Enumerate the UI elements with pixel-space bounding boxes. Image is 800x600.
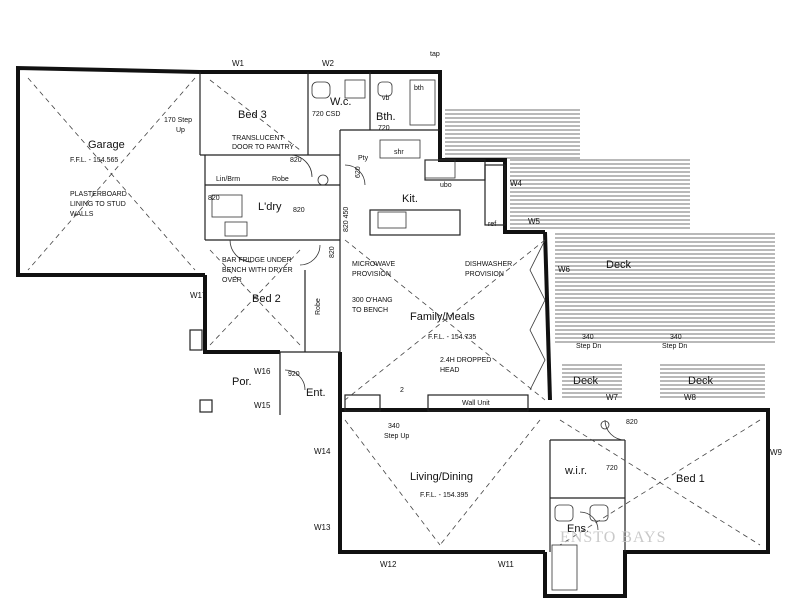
entry-label: Ent.: [306, 387, 326, 399]
note-step-up-170-b: Up: [176, 127, 185, 134]
note-plasterboard-1: PLASTERBOARD: [70, 191, 127, 198]
note-vb: vb: [382, 95, 390, 102]
note-d720-wir: 720: [606, 465, 618, 472]
note-step-up-170: 170 Step: [164, 117, 192, 124]
note-d820-bed1: 820: [626, 419, 638, 426]
note-d620: 620: [355, 166, 362, 178]
bed3-label: Bed 3: [238, 109, 267, 121]
garage-label: Garage: [88, 139, 125, 151]
deck-left-label: Deck: [573, 375, 599, 387]
note-d820-a: 820: [290, 157, 302, 164]
fixtures: [211, 79, 609, 591]
exterior-walls: [16, 65, 770, 598]
window-w11: W11: [498, 560, 514, 569]
note-step-up-340: 340: [388, 423, 400, 430]
window-w9: W9: [770, 448, 783, 457]
note-ohang-2: TO BENCH: [352, 307, 388, 314]
note-shr: shr: [394, 149, 404, 156]
note-d920: 920: [288, 371, 300, 378]
doors: [229, 154, 626, 531]
note-robe-2: Robe: [315, 298, 322, 315]
note-bar-fridge-1: BAR FRIDGE UNDER: [222, 257, 292, 264]
window-w17: W17: [190, 291, 207, 300]
window-w13: W13: [314, 523, 331, 532]
window-w6: W6: [558, 265, 571, 274]
note-microwave-2: PROVISION: [352, 271, 391, 278]
wc-label: W.c.: [330, 96, 351, 108]
note-plasterboard-2: LINING TO STUD: [70, 201, 126, 208]
deck-small-left-boards: [562, 364, 622, 398]
note-plasterboard-3: WALLS: [70, 211, 94, 218]
living-ffl: F.F.L. - 154.395: [420, 492, 468, 499]
note-translucent-2: DOOR TO PANTRY: [232, 144, 294, 151]
note-step-up-340-b: Step Up: [384, 433, 409, 440]
window-tags: W1 W2 W4 W5 W6 W7 W8 W9 W11 W12 W13 W14 …: [190, 59, 783, 569]
note-dropped-2: HEAD: [440, 367, 459, 374]
note-tap: tap: [430, 51, 440, 58]
note-d720-a: 720: [378, 125, 390, 132]
note-step-dn-1: 340: [582, 334, 594, 341]
note-d820-c: 820: [293, 207, 305, 214]
bed1-label: Bed 1: [676, 473, 705, 485]
window-w15: W15: [254, 401, 271, 410]
note-lin-brm: Lin/Brm: [216, 176, 240, 183]
ensuite-label: Ens.: [567, 523, 589, 535]
roof-lines: [27, 77, 761, 546]
note-pantry: Pty: [358, 155, 369, 162]
note-d450: 820 450: [343, 207, 350, 232]
window-w14: W14: [314, 447, 331, 456]
deck-small-right-boards: [660, 364, 765, 398]
annotations: 170 Step Up TRANSLUCENT DOOR TO PANTRY P…: [70, 51, 687, 472]
note-ohang-1: 300 O'HANG: [352, 297, 393, 304]
window-w5: W5: [528, 217, 541, 226]
porch-posts: [189, 329, 213, 413]
note-ref: ref: [488, 221, 496, 228]
family-label: Family/Meals: [410, 311, 475, 323]
note-bar-fridge-2: BENCH WITH DRYER: [222, 267, 293, 274]
window-w12: W12: [380, 560, 397, 569]
note-d820-b: 820: [208, 195, 220, 202]
note-step-dn-2: 340: [670, 334, 682, 341]
bed2-label: Bed 2: [252, 293, 281, 305]
room-labels: Garage F.F.L. - 154.565 Bed 3 Bth. W.c. …: [70, 96, 714, 535]
note-bth-short: bth: [414, 85, 424, 92]
note-step-dn-2-b: Step Dn: [662, 343, 687, 350]
laundry-label: L'dry: [258, 201, 282, 213]
note-bar-fridge-3: OVER: [222, 277, 242, 284]
watermark: ENSTO BAYS: [560, 529, 666, 546]
note-robe-1: Robe: [272, 176, 289, 183]
window-w16: W16: [254, 367, 271, 376]
note-d2: 2: [400, 387, 404, 394]
window-w4: W4: [510, 179, 523, 188]
deck-main-label: Deck: [606, 259, 632, 271]
garage-ffl: F.F.L. - 154.565: [70, 157, 118, 164]
window-w2: W2: [322, 59, 335, 68]
note-microwave-1: MICROWAVE: [352, 261, 395, 268]
family-ffl: F.F.L. - 154.735: [428, 334, 476, 341]
window-w1: W1: [232, 59, 245, 68]
interior-walls: [199, 72, 626, 552]
note-ubo: ubo: [440, 182, 452, 189]
note-step-dn-1-b: Step Dn: [576, 343, 601, 350]
window-w7: W7: [606, 393, 619, 402]
deck-right-label: Deck: [688, 375, 714, 387]
window-w8: W8: [684, 393, 697, 402]
kitchen-label: Kit.: [402, 193, 418, 205]
note-dishwasher-1: DISHWASHER: [465, 261, 512, 268]
deck-boards: [445, 109, 775, 343]
note-wall-unit: Wall Unit: [462, 400, 490, 407]
porch-label: Por.: [232, 376, 252, 388]
note-translucent-1: TRANSLUCENT: [232, 135, 284, 142]
note-dropped-1: 2.4H DROPPED: [440, 357, 491, 364]
note-dishwasher-2: PROVISION: [465, 271, 504, 278]
note-d720-csd: 720 CSD: [312, 111, 340, 118]
bath-label: Bth.: [376, 111, 396, 123]
note-d820-d: 820: [329, 246, 336, 258]
living-label: Living/Dining: [410, 471, 473, 483]
wir-label: w.i.r.: [564, 465, 587, 477]
